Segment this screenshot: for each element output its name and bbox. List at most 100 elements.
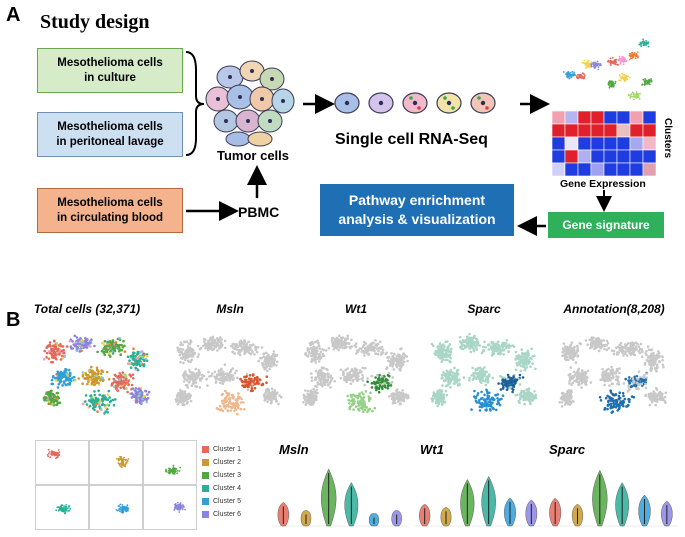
tsne-point [105,403,109,407]
tsne-point [624,80,626,83]
tsne-point [321,353,325,357]
tsne-point [436,395,439,398]
tsne-point [186,345,190,348]
heatmap-cell [642,136,657,151]
tsne-point [179,394,183,397]
tsne-point [514,368,518,372]
tsne-point [570,75,573,78]
tsne-point [598,339,601,343]
tsne-point [361,379,365,382]
tsne-point [649,369,653,373]
tsne-point [475,377,478,381]
tsne-point [562,392,565,396]
tsne-point [647,355,650,358]
tsne-point [73,344,77,348]
tsne-point [54,376,57,380]
tsne-point [565,393,569,396]
tsne-point [648,362,652,366]
tsne-point [238,344,241,347]
tsne-point [91,373,94,377]
tsne-point [90,365,93,369]
tsne-point [243,384,246,387]
tsne-point [590,345,594,349]
tsne-point [189,353,193,357]
tsne-point [275,364,278,367]
tsne-point [81,343,84,347]
heatmap-cell [590,110,605,125]
tsne-point [186,359,190,363]
tsne-point [391,355,395,358]
tsne-point [103,350,107,354]
tsne-point [487,348,491,351]
tsne-point [316,349,319,352]
tsne-point [606,394,609,398]
tsne-point [586,376,589,379]
tsne-point [187,392,190,396]
tsne-point [606,341,610,345]
tsne-point [597,62,600,65]
tsne-point [49,397,52,400]
tsne-point [443,345,446,348]
tsne-point [134,355,137,358]
heatmap-cell [577,123,592,138]
tsne-point [102,394,105,397]
tsne-point [571,71,574,73]
tsne-point [622,73,625,76]
tsne-point [319,350,323,354]
tsne-point [609,398,613,402]
tsne-point [354,342,358,345]
tsne-point [343,376,346,379]
tsne-point [91,378,95,381]
tsne-point [351,398,354,401]
tsne-point [96,410,99,413]
tsne-point [341,336,345,339]
tsne-point [491,401,494,404]
tsne-point [320,381,323,384]
tsne-point [96,397,100,401]
heatmap-cell [564,149,579,164]
tsne-point [519,369,523,373]
tsne-point [368,348,371,351]
tsne-point [374,352,377,355]
tsne-point [219,343,223,347]
tsne-point [628,381,632,385]
tsne-point [184,398,187,401]
tsne-point [48,341,52,344]
heatmap-cell [616,149,631,164]
tsne-point [639,92,641,95]
tsne-point [645,350,648,353]
tsne-point [181,392,185,395]
tsne-point [308,402,311,405]
tsne-point [239,339,243,343]
tsne-point [117,374,121,378]
tsne-point [346,367,349,370]
tsne-point [590,64,593,67]
heatmap-cell [564,136,579,151]
tsne-point [223,376,227,380]
tsne-point [119,353,122,356]
tsne-point [94,377,97,381]
tsne-point [589,381,593,384]
tsne-point [387,359,390,363]
tsne-point [315,352,319,356]
tsne-point [517,363,521,366]
tsne-point [111,352,115,355]
tsne-point [472,371,475,375]
tsne-point [379,340,382,343]
tsne-point [477,400,481,404]
tsne-point [236,405,240,408]
tsne-point [650,365,653,368]
tsne-point [451,371,455,375]
tsne-point [220,399,224,403]
tsne-point [610,82,613,85]
tsne-point [522,389,526,393]
tsne-point [339,368,343,372]
tsne-point [523,402,526,406]
tsne-point [176,393,179,396]
tsne-point [217,369,221,373]
tsne-point [444,340,447,344]
tsne-point [586,343,589,346]
tsne-point [629,94,632,97]
tsne-point [182,373,186,376]
tsne-point [564,350,568,353]
